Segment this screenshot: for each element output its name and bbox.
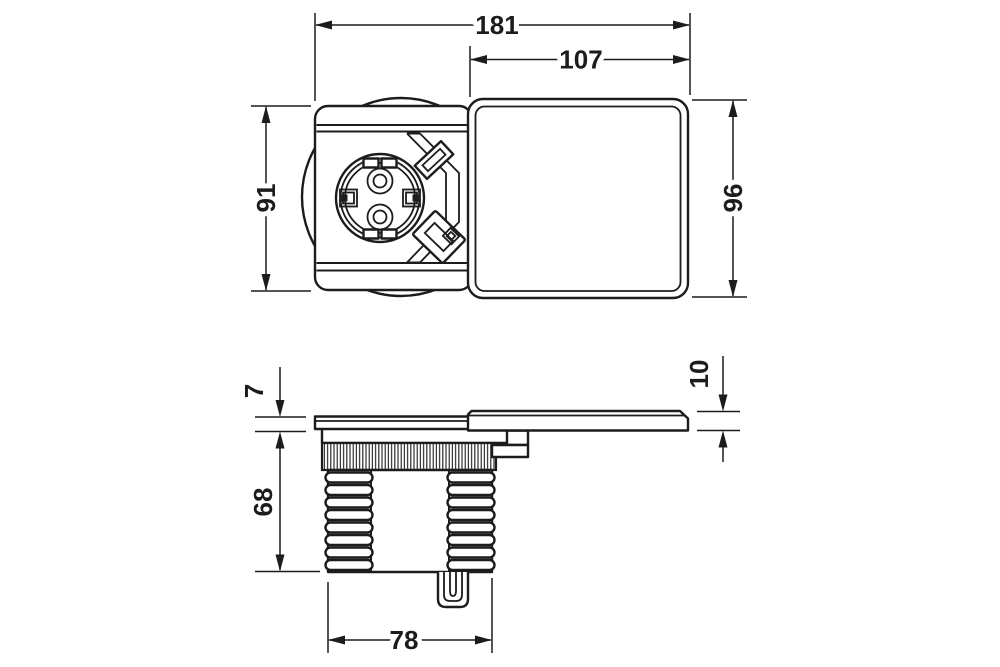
dim-flange-thickness: 7 [234, 367, 306, 449]
dim-lid-width: 107 [469, 40, 690, 97]
socket-bottom-notch [362, 228, 398, 240]
dim-lid-thickness: 10 [679, 355, 740, 462]
dim-flange-thickness-label: 7 [239, 384, 269, 398]
dim-overall-width-label: 181 [475, 10, 518, 40]
thread-coils-right [446, 471, 496, 572]
dim-lid-height-label: 96 [718, 184, 748, 213]
dim-install-depth: 68 [243, 448, 320, 573]
top-view: 181 107 91 96 [246, 5, 753, 300]
socket-pin-holes [366, 167, 394, 231]
usb-port-top [413, 139, 455, 181]
schuko-socket [334, 152, 426, 244]
threaded-body [324, 468, 496, 574]
thread-coils-left [324, 471, 374, 572]
usb-port-bottom [412, 210, 466, 264]
dim-install-depth-label: 68 [248, 488, 278, 517]
lid-latch [490, 429, 530, 459]
knurled-nut [320, 441, 498, 472]
side-view: 7 68 10 78 [234, 355, 740, 660]
dim-body-height-label: 91 [251, 184, 281, 213]
dim-body-width: 78 [327, 578, 493, 660]
socket-top-notch [362, 157, 398, 169]
earth-contact-left [339, 188, 358, 208]
dim-lid-width-label: 107 [559, 45, 602, 75]
dim-lid-thickness-label: 10 [684, 360, 714, 389]
flange-plate [313, 415, 472, 431]
sliding-lid-side [466, 409, 690, 432]
socket-body-rails [316, 124, 471, 272]
dim-lid-height: 96 [692, 99, 753, 298]
dim-body-height: 91 [246, 105, 311, 292]
sliding-lid-top [466, 97, 690, 300]
dim-body-width-label: 78 [390, 625, 419, 655]
earth-contact-right [402, 188, 421, 208]
dim-overall-width: 181 [314, 5, 691, 101]
cable-clip [436, 572, 470, 609]
